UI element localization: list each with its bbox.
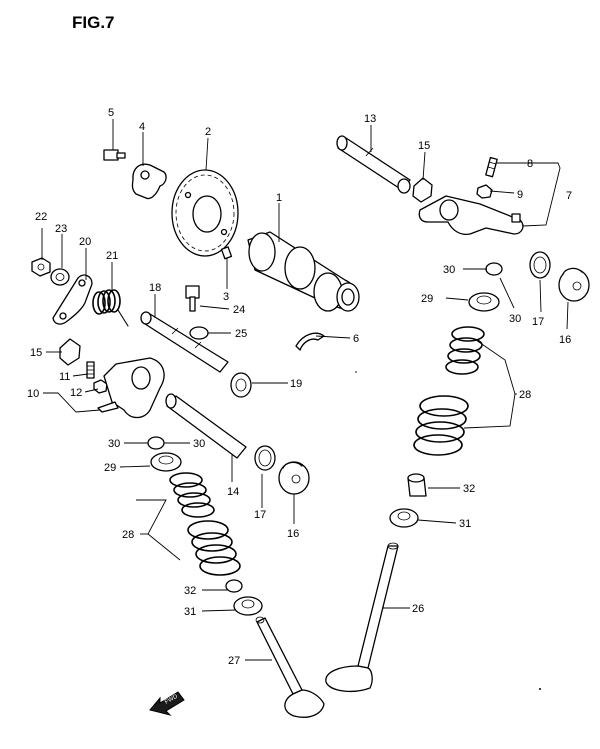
cap-part-16-left (278, 461, 310, 495)
collet-part-30-left (147, 436, 165, 450)
callout-30-right-a: 30 (443, 264, 455, 276)
valve-springs-part-28-right (413, 326, 485, 456)
washer-part-25 (189, 326, 209, 340)
seat-part-31-right (389, 508, 419, 528)
cap-part-15-left (59, 338, 81, 366)
seal-part-32-right (407, 473, 427, 497)
callout-30-left-b: 30 (193, 438, 205, 450)
callout-23: 23 (55, 223, 67, 235)
callout-27: 27 (228, 655, 240, 667)
callout-30-left-a: 30 (108, 438, 120, 450)
cam-sprocket-part-2 (171, 169, 239, 257)
leader-lines (41, 119, 569, 661)
callout-labels: 5 4 2 1 3 6 13 15 8 9 7 22 23 20 21 18 2… (27, 107, 572, 667)
bracket-part-4 (131, 163, 167, 200)
callout-16-right: 16 (559, 334, 571, 346)
callout-22: 22 (35, 211, 47, 223)
shaft-part-14 (165, 393, 247, 459)
callout-24: 24 (233, 304, 245, 316)
callout-32-left: 32 (184, 585, 196, 597)
dowel-pin-part-3 (220, 246, 233, 260)
callout-31-right: 31 (459, 518, 471, 530)
callout-2: 2 (205, 126, 211, 138)
callout-30-right-b: 30 (509, 313, 521, 325)
callout-17-right: 17 (532, 316, 544, 328)
callout-31-left: 31 (184, 606, 196, 618)
retainer-part-29-left (150, 452, 182, 472)
callout-4: 4 (139, 121, 145, 133)
oring-part-17-right (529, 251, 551, 279)
callout-25: 25 (235, 328, 247, 340)
collet-part-30-right (485, 262, 503, 276)
callout-19: 19 (290, 378, 302, 390)
valve-part-27 (255, 616, 325, 718)
speck (355, 371, 357, 373)
seal-part-32-left (225, 579, 243, 593)
washer-part-23 (50, 268, 70, 286)
adjuster-screw-part-8 (485, 156, 498, 178)
callout-15-left: 15 (30, 347, 42, 359)
callout-32-right: 32 (463, 483, 475, 495)
callout-5: 5 (108, 107, 114, 119)
figure-title: FIG.7 (72, 13, 115, 32)
callout-20: 20 (79, 236, 91, 248)
callout-26: 26 (412, 603, 424, 615)
bolt-part-5 (103, 149, 126, 161)
callout-11: 11 (59, 371, 70, 383)
callout-3: 3 (223, 291, 229, 303)
callout-7: 7 (566, 190, 572, 202)
rocker-shaft-part-13 (336, 135, 411, 194)
callout-6: 6 (353, 333, 359, 345)
callout-8: 8 (527, 158, 533, 170)
nut-part-9 (476, 184, 493, 199)
callout-18: 18 (149, 282, 161, 294)
clip-part-6 (295, 332, 325, 351)
camshaft-part-1 (247, 231, 360, 312)
nut-part-22 (31, 257, 51, 277)
callout-29-left: 29 (104, 462, 116, 474)
shaft-part-18 (140, 311, 229, 373)
callout-9: 9 (517, 189, 523, 201)
speck (539, 688, 541, 690)
cap-part-16-right (558, 267, 590, 302)
callout-28-right: 28 (519, 389, 531, 401)
callout-17-left: 17 (254, 509, 266, 521)
callout-15-right: 15 (418, 140, 430, 152)
cap-part-15-right (412, 177, 433, 203)
callout-1: 1 (276, 192, 282, 204)
rocker-arm-part-10 (97, 357, 165, 419)
callout-14: 14 (227, 486, 239, 498)
valve-part-26 (325, 542, 399, 693)
oring-part-17-left (254, 445, 276, 471)
seat-part-31-left (233, 596, 263, 616)
bushing-part-19 (230, 372, 252, 398)
bolt-part-24 (185, 285, 200, 312)
adjuster-screw-part-11 (86, 361, 95, 379)
callout-28-left: 28 (122, 529, 134, 541)
callout-29-right: 29 (421, 293, 433, 305)
callout-10: 10 (27, 388, 39, 400)
valve-springs-part-28-left (169, 472, 241, 576)
callout-21: 21 (106, 250, 118, 262)
nut-part-12 (93, 379, 108, 394)
callout-12: 12 (70, 387, 82, 399)
spring-part-21 (92, 289, 129, 327)
retainer-part-29-right (468, 292, 500, 312)
callout-16-left: 16 (287, 528, 299, 540)
rocker-arm-part-7 (418, 195, 524, 236)
callout-13: 13 (364, 113, 376, 125)
forward-direction-arrow: FWD (149, 691, 185, 716)
